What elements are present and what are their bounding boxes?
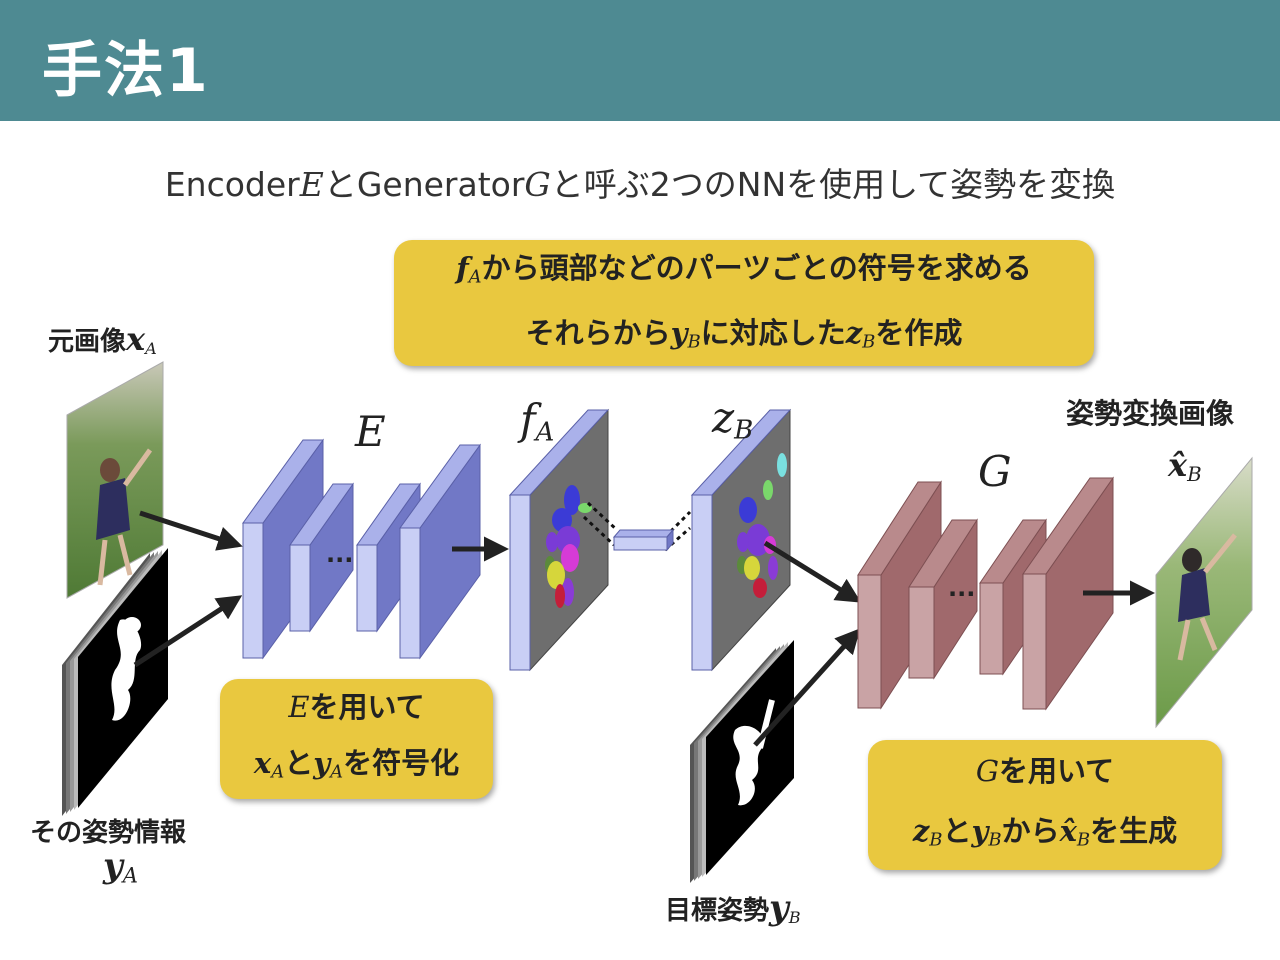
encoder-box-line-1-text: を用いて [309, 690, 425, 724]
top-box-z-subscript: B [862, 331, 876, 353]
top-box-line-2-text-3: を作成 [875, 316, 963, 351]
generator-box-xhat-subscript: B [1076, 829, 1091, 851]
encoder-layer-2 [289, 482, 354, 633]
generator-box-line-2: zBとyBからx̂Bを生成 [868, 802, 1222, 869]
pose-info-stack [62, 548, 168, 816]
encoder-layer-4 [399, 443, 481, 660]
generator-layer-4 [1022, 476, 1114, 711]
feature-fA-symbol: f [520, 395, 536, 444]
top-box-line-1: fAから頭部などのパーツごとの符号を求める [394, 240, 1094, 305]
encoder-explanation-box: Eを用いて xAとyAを符号化 [220, 679, 493, 799]
generator-box-z-subscript: B [929, 829, 943, 851]
encoder-box-y-symbol: y [313, 746, 331, 780]
target-pose-subscript: B [788, 908, 801, 928]
generator-box-y-symbol: y [971, 814, 989, 848]
feature-zB-symbol: z [712, 393, 735, 442]
top-box-line-2-text-2: に対応した [700, 316, 846, 351]
generator-symbol: G [978, 447, 1012, 496]
generator-network [857, 476, 1114, 711]
subtitle-encoder-symbol: E [299, 165, 324, 204]
generator-explanation-box: Gを用いて zBとyBからx̂Bを生成 [868, 740, 1222, 870]
output-image-subscript: B [1187, 462, 1202, 486]
top-box-line-2: それらからyBに対応したzBを作成 [394, 305, 1094, 370]
target-pose-stack [690, 640, 794, 883]
output-image-symbol: x̂B [1168, 446, 1202, 486]
encoder-box-line-2: xAとyAを符号化 [220, 735, 493, 800]
source-image-symbol: x [126, 320, 146, 358]
source-image-label: 元画像xA [48, 320, 157, 358]
subtitle-text-3: と呼ぶ2つのNNを使用して姿勢を変換 [550, 165, 1116, 204]
target-pose-symbol: y [769, 888, 789, 928]
generator-box-line-2-text-2: から [1001, 814, 1060, 848]
encoder-ellipsis: ··· [326, 546, 354, 574]
top-explanation-box: fAから頭部などのパーツごとの符号を求める それらからyBに対応したzBを作成 [394, 240, 1094, 366]
top-box-y-subscript: B [687, 331, 701, 353]
encoder-box-line-2-text-1: と [284, 746, 314, 780]
output-image [1155, 456, 1253, 729]
feature-fA-label: fA [520, 395, 554, 448]
feature-fA-subscript: A [535, 417, 555, 448]
feature-zB-subscript: B [734, 415, 754, 446]
generator-layer-2 [908, 518, 978, 680]
slide-subtitle: EncoderEとGeneratorGと呼ぶ2つのNNを使用して姿勢を変換 [0, 158, 1280, 206]
top-box-line-2-text-1: それらから [525, 316, 671, 351]
encoder-box-e-symbol: E [288, 690, 310, 724]
pose-info-symbol-text: y [103, 846, 123, 886]
generator-box-z-symbol: z [912, 814, 930, 848]
subtitle-text-2: とGenerator [323, 165, 525, 204]
subtitle-text-1: Encoder [164, 165, 300, 204]
generator-box-line-1-text: を用いて [999, 754, 1115, 788]
encoder-box-y-subscript: A [330, 761, 344, 783]
feature-map-zB [690, 408, 792, 672]
target-pose-label-text: 目標姿勢 [665, 896, 770, 926]
subtitle-generator-symbol: G [524, 165, 551, 204]
source-image [66, 361, 164, 599]
top-box-z-symbol: z [845, 316, 863, 351]
pose-info-label: その姿勢情報 [30, 818, 187, 848]
encoder-network [242, 438, 481, 660]
feature-map-fA [508, 408, 610, 672]
slide-title: 手法1 [42, 36, 210, 106]
top-box-line-1-text: から頭部などのパーツごとの符号を求める [481, 251, 1032, 285]
target-pose-label: 目標姿勢yB [665, 888, 801, 928]
encoder-box-x-subscript: A [271, 761, 285, 783]
encoder-symbol: E [355, 407, 386, 456]
source-image-subscript: A [145, 339, 157, 359]
generator-box-xhat-symbol: x̂ [1059, 814, 1077, 848]
top-box-f-symbol: f [456, 251, 469, 285]
source-image-label-text: 元画像 [48, 327, 127, 357]
generator-box-g-symbol: G [975, 754, 1000, 788]
generator-layer-1 [857, 480, 942, 710]
encoder-box-x-symbol: x [253, 746, 272, 780]
top-box-y-symbol: y [670, 316, 688, 351]
pose-info-symbol: yA [103, 846, 138, 887]
output-image-label: 姿勢変換画像 [1066, 397, 1235, 430]
generator-box-line-2-text-1: と [942, 814, 972, 848]
output-image-symbol-text: x̂ [1168, 446, 1188, 484]
feature-zB-label: zB [712, 393, 753, 446]
generator-box-y-subscript: B [988, 829, 1002, 851]
pose-info-subscript: A [122, 862, 138, 888]
generator-ellipsis: ··· [948, 580, 976, 608]
top-box-f-subscript: A [468, 266, 482, 288]
generator-box-line-2-text-3: を生成 [1090, 814, 1178, 848]
slide-header: 手法1 [0, 0, 1280, 121]
encoder-box-line-1: Eを用いて [220, 679, 493, 735]
generator-box-line-1: Gを用いて [868, 740, 1222, 802]
encoder-box-line-2-text-2: を符号化 [343, 746, 460, 780]
code-vector [582, 501, 692, 552]
